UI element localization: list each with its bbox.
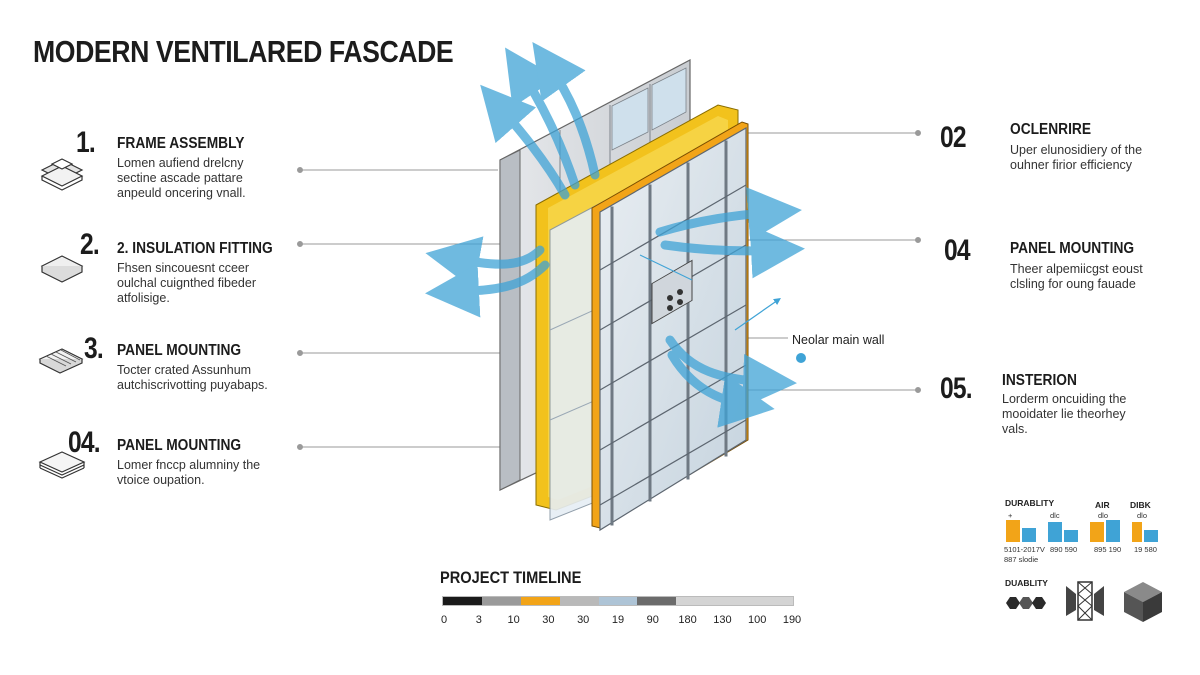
step-heading: INSTERION [1002,372,1077,389]
timeline-tick-label: 30 [577,614,590,626]
mini-bar [1048,522,1062,542]
mini-note: 19 580 [1134,545,1157,554]
timeline-segment [637,597,677,605]
timeline-tick-label: 130 [713,614,732,626]
mini-chart-label: DUABLITY [1005,578,1048,588]
mini-note: dlc [1050,511,1060,520]
timeline-bar [442,596,794,606]
timeline-tick-label: 3 [475,614,482,626]
mini-note: dlo [1098,511,1109,520]
mini-chart-label: AIR [1095,500,1110,510]
mini-note: dlo [1137,511,1148,520]
timeline-tick-label: 0 [440,614,448,626]
page-title: MODERN VENTILARED FASCADE [33,34,454,69]
mini-note: 887 slodie [1004,555,1039,564]
step-number: 1. [76,126,96,159]
step-number: 2. [80,228,100,261]
cube-icon [1124,582,1162,622]
callout-dot [796,353,806,363]
mini-bar [1090,522,1104,542]
mini-note: 5101-2017V [1004,545,1045,554]
step-number: 05. [940,372,973,405]
main-wall-callout-label: Neolar main wall [792,333,885,347]
step-heading: PANEL MOUNTING [117,437,242,454]
mini-bar-chart [1006,520,1158,542]
timeline-segment [559,597,599,605]
mini-bar [1132,522,1142,542]
step-heading: PANEL MOUNTING [117,342,242,359]
timeline-tick-label: 180 [678,614,697,626]
mini-chart-label: DIBK [1130,500,1151,510]
timeline-segment [520,597,560,605]
mini-note: 890 590 [1050,545,1078,554]
step-heading: FRAME ASSEMBLY [117,135,245,152]
timeline-segment [443,597,482,605]
insulation-sheet-icon [40,255,84,283]
airflow-arrows [425,41,805,428]
timeline-segment [676,597,794,605]
mini-bar [1022,528,1036,542]
step-heading: 2. INSULATION FITTING [117,240,273,257]
step-number: 02 [940,121,967,154]
step-number: 3. [84,332,104,365]
truss-frame-icon [1066,581,1104,621]
mini-bar [1144,530,1158,542]
step-heading: OCLENRIRE [1010,121,1092,138]
timeline-segment [481,597,521,605]
mini-note: + [1008,511,1013,520]
step-heading: PANEL MOUNTING [1010,240,1135,257]
timeline-tick-label: 90 [646,614,659,626]
ribbed-panel-icon [38,348,84,374]
timeline-tick-label: 19 [611,614,625,626]
hexagon-cluster-icon [1006,597,1046,609]
mini-chart-label: DURABLITY [1005,498,1055,508]
timeline-tick-label: 30 [542,614,555,626]
timeline-title: PROJECT TIMELINE [440,568,582,587]
timeline-segment [598,597,638,605]
mini-bar [1064,530,1078,542]
timeline-tick-label: 10 [507,614,520,626]
step-number: 04. [68,426,101,459]
mini-note: 895 190 [1094,545,1122,554]
mini-bar [1106,520,1120,542]
timeline-tick-label: 190 [782,614,802,626]
panel-stack-icon [38,451,86,479]
mini-bar [1006,520,1020,542]
timeline-tick-label: 100 [748,614,767,626]
frame-stack-icon [40,158,84,191]
step-number: 04 [944,234,971,267]
